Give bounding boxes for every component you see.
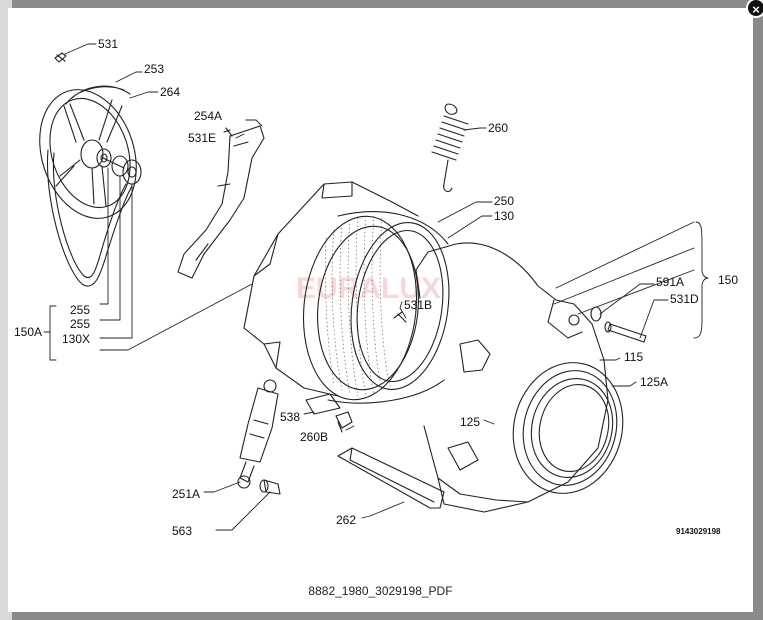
label-591A: 591A (656, 275, 684, 289)
screw-531-part (54, 52, 67, 63)
close-button[interactable]: × (746, 0, 763, 18)
label-150A: 150A (14, 325, 42, 339)
pad-538-part (305, 393, 341, 415)
clip-531B-part (393, 311, 407, 323)
seal-ring-130-part (350, 221, 450, 391)
label-531E: 531E (188, 131, 216, 145)
close-icon[interactable]: × (752, 2, 760, 17)
label-531B: 531B (404, 298, 432, 312)
label-150: 150 (718, 273, 738, 287)
drive-belt-part (46, 85, 133, 287)
washer-591A-part (590, 306, 602, 322)
label-115: 115 (624, 350, 643, 364)
label-255-lower: 255 (70, 317, 90, 331)
exploded-parts-diagram: EURALUX (14, 37, 738, 538)
shock-absorber-part (237, 379, 279, 489)
label-125: 125 (460, 415, 480, 429)
label-130: 130 (494, 209, 514, 223)
label-130X: 130X (62, 332, 90, 346)
label-262: 262 (336, 513, 356, 527)
drum-perforation-pattern (324, 215, 391, 397)
door-gasket-125A-part (512, 362, 624, 494)
label-538: 538 (280, 410, 300, 424)
part-labels: 531 253 264 254A 531E 260 250 130 591A 1… (14, 37, 738, 538)
label-250: 250 (494, 194, 514, 208)
front-tub-part (415, 242, 609, 513)
label-254A: 254A (194, 109, 222, 123)
clip-260B-part (335, 411, 353, 433)
label-251A: 251A (172, 487, 200, 501)
drum-250-part (302, 211, 449, 404)
pin-563-part (259, 479, 281, 495)
pulley-wheel-part (39, 89, 137, 219)
leader-lines (43, 43, 709, 531)
drawing-code: 9143029198 (676, 527, 721, 536)
weight-262-part (337, 447, 445, 509)
bolt-531D-part (604, 321, 647, 343)
label-260: 260 (488, 121, 508, 135)
label-125A: 125A (640, 375, 668, 389)
bracket-254A-part (177, 125, 265, 279)
label-255-upper: 255 (70, 303, 90, 317)
rear-tub-part (243, 181, 419, 397)
lightbox-viewer: EURALUX (8, 8, 753, 612)
label-253: 253 (144, 62, 164, 76)
label-531: 531 (98, 37, 118, 51)
label-260B: 260B (300, 430, 328, 444)
label-563: 563 (172, 524, 192, 538)
spring-260-part (431, 103, 469, 193)
label-264: 264 (160, 85, 180, 99)
label-531D: 531D (670, 292, 699, 306)
image-caption: 8882_1980_3029198_PDF (308, 584, 453, 598)
